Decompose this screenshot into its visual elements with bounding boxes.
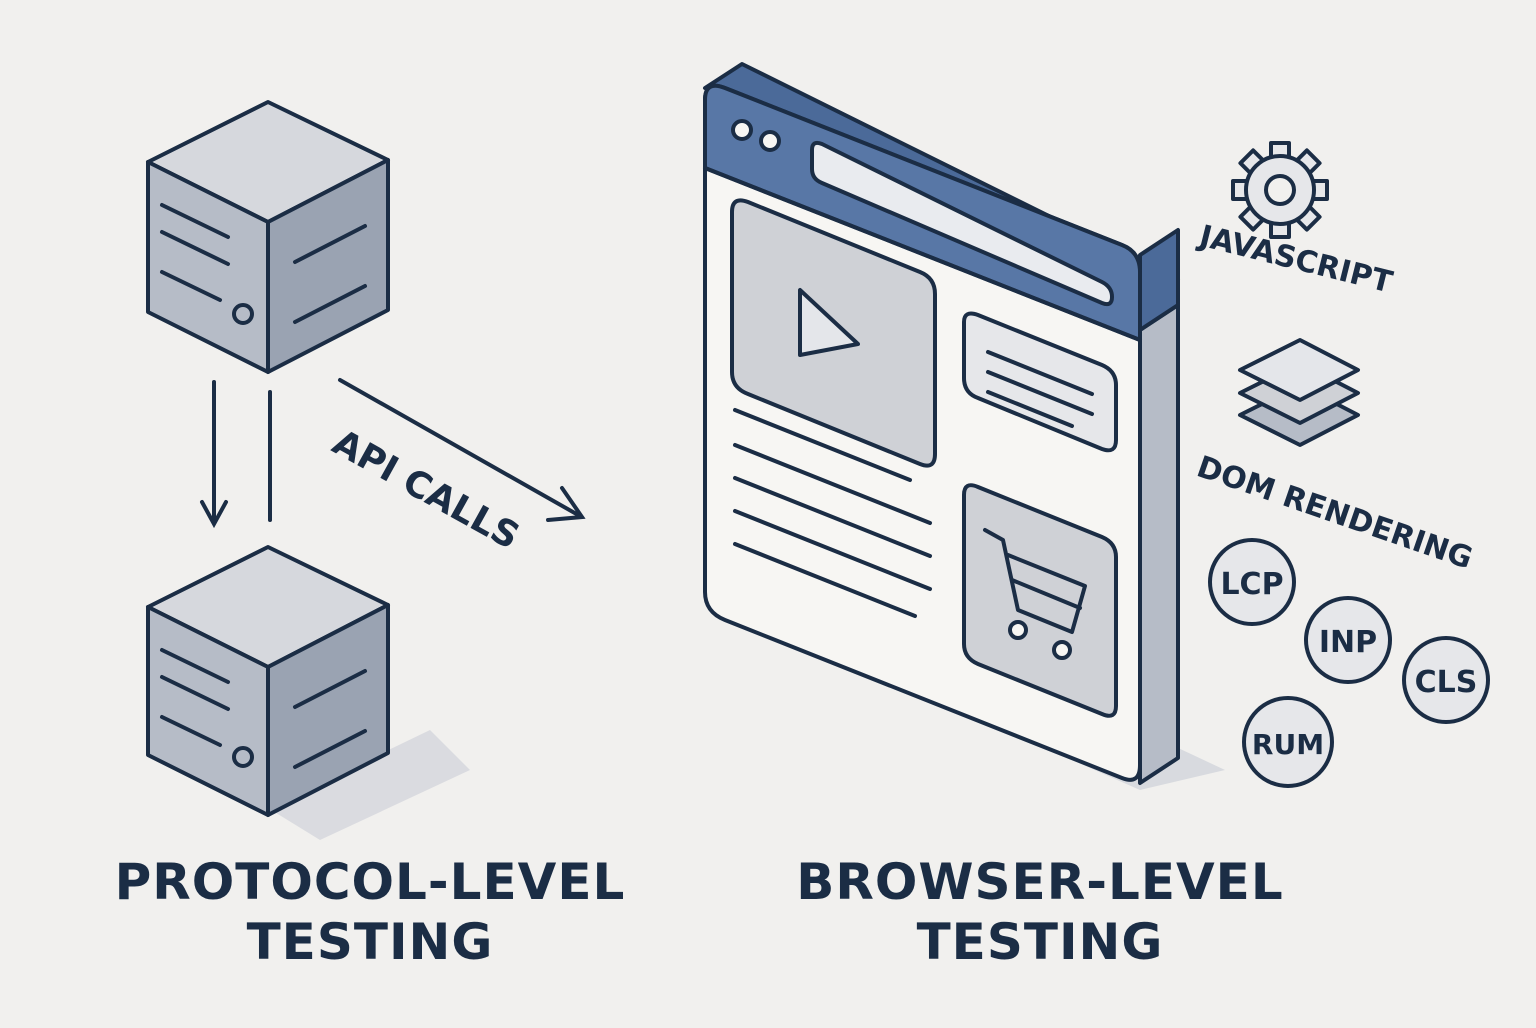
browser-caption-line2: TESTING	[916, 913, 1164, 971]
lcp-badge: LCP	[1208, 538, 1296, 626]
lcp-label: LCP	[1220, 567, 1283, 602]
arrow-right-icon	[338, 378, 586, 522]
text-lines-icon	[733, 408, 932, 618]
inp-badge: INP	[1304, 596, 1392, 684]
video-panel	[730, 198, 937, 468]
cart-panel	[962, 483, 1118, 718]
server-top-icon	[146, 100, 390, 374]
rum-label: RUM	[1252, 728, 1324, 761]
protocol-caption-line1: PROTOCOL-LEVEL	[114, 853, 626, 911]
browser-level-caption: BROWSER-LEVEL TESTING	[760, 852, 1320, 972]
cls-badge: CLS	[1402, 636, 1490, 724]
browser-caption-line1: BROWSER-LEVEL	[796, 853, 1284, 911]
protocol-level-caption: PROTOCOL-LEVEL TESTING	[95, 852, 645, 972]
shopping-cart-icon	[983, 528, 1087, 660]
api-calls-label: API CALLS	[326, 422, 526, 558]
protocol-caption-line2: TESTING	[246, 913, 494, 971]
inp-label: INP	[1319, 625, 1377, 660]
text-card-panel	[962, 311, 1118, 453]
browser-window	[703, 62, 1225, 790]
arrow-down-icon	[200, 380, 228, 529]
server-bottom-icon	[146, 545, 470, 840]
gear-icon	[1231, 141, 1329, 239]
cls-label: CLS	[1415, 665, 1478, 700]
javascript-label: JAVASCRIPT	[1194, 218, 1396, 300]
rum-badge: RUM	[1242, 696, 1334, 788]
play-icon	[798, 288, 860, 357]
layers-icon	[1238, 338, 1360, 447]
